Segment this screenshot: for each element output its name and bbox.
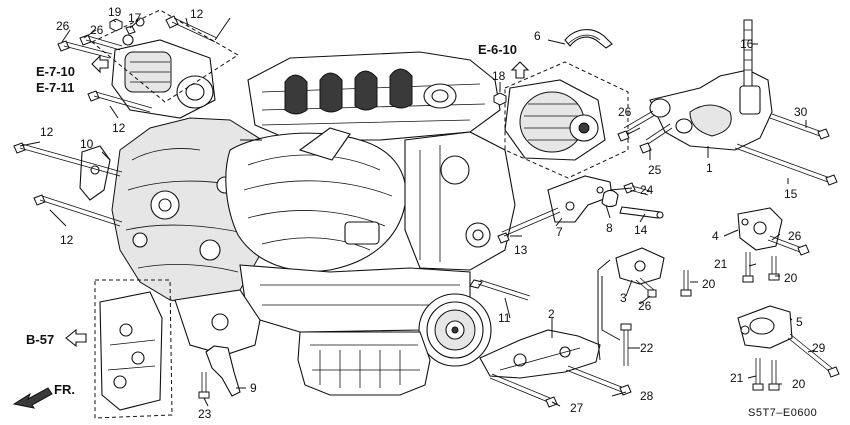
label-25: 25 xyxy=(648,163,662,177)
leader-lines xyxy=(19,17,816,407)
e-6-10-arrow xyxy=(510,61,530,79)
label-10: 10 xyxy=(80,137,94,151)
front-label: FR. xyxy=(54,382,75,397)
label-19: 19 xyxy=(108,5,122,19)
sensor-14 xyxy=(619,206,664,219)
label-20: 20 xyxy=(792,377,806,391)
upper-engine-mount xyxy=(649,19,773,151)
label-1: 1 xyxy=(706,161,713,175)
starter-motor xyxy=(111,17,216,119)
label-14: 14 xyxy=(634,223,648,237)
bracket-9 xyxy=(205,345,241,397)
label-11: 11 xyxy=(498,311,511,325)
alternator-bracket xyxy=(547,175,613,223)
label-30: 30 xyxy=(794,105,808,119)
e-7-10-arrow xyxy=(91,54,109,74)
label-6: 6 xyxy=(534,29,541,43)
part-labels: 26 26 19 17 12 12 12 12 10 6 18 16 26 30… xyxy=(40,5,826,421)
label-29: 29 xyxy=(812,341,826,355)
reference-labels: E-7-10 E-7-11 E-6-10 B-57 FR. S5T7–E0600 xyxy=(26,42,817,419)
label-20: 20 xyxy=(784,271,798,285)
label-9: 9 xyxy=(250,381,257,395)
label-26: 26 xyxy=(788,229,802,243)
bracket-4 xyxy=(737,207,783,251)
label-26: 26 xyxy=(618,105,632,119)
bolts xyxy=(13,15,840,408)
label-5: 5 xyxy=(796,315,803,329)
label-15: 15 xyxy=(784,187,798,201)
front-arrow xyxy=(12,387,53,409)
label-12: 12 xyxy=(60,233,74,247)
label-18: 18 xyxy=(492,69,506,83)
label-27: 27 xyxy=(570,401,584,415)
ref-b-57: B-57 xyxy=(26,332,54,347)
label-28: 28 xyxy=(640,389,654,403)
ref-e-7-11: E-7-11 xyxy=(36,80,74,95)
ref-e-6-10: E-6-10 xyxy=(478,42,517,57)
label-26: 26 xyxy=(638,299,652,313)
alternator xyxy=(504,79,606,161)
label-4: 4 xyxy=(712,229,719,243)
label-17: 17 xyxy=(128,11,142,25)
bracket-5 xyxy=(737,305,793,349)
left-bracket-assembly xyxy=(99,291,163,411)
bracket-10 xyxy=(79,145,111,201)
label-22: 22 xyxy=(640,341,654,355)
label-12: 12 xyxy=(40,125,54,139)
label-12: 12 xyxy=(112,121,126,135)
label-7: 7 xyxy=(556,225,563,239)
oil-pan xyxy=(297,331,431,396)
label-26: 26 xyxy=(56,19,70,33)
label-26: 26 xyxy=(90,23,104,37)
label-21: 21 xyxy=(714,257,728,271)
label-21: 21 xyxy=(730,371,744,385)
ignition-coils xyxy=(284,68,413,115)
label-13: 13 xyxy=(514,243,528,257)
bracket-3 xyxy=(615,247,665,285)
b-57-arrow xyxy=(65,328,87,348)
label-12: 12 xyxy=(190,7,204,21)
engine-assembly xyxy=(111,51,516,396)
lower-bracket-2 xyxy=(479,329,601,379)
crank-pulley xyxy=(418,293,492,367)
label-20: 20 xyxy=(702,277,716,291)
label-24: 24 xyxy=(640,183,654,197)
diagram-code: S5T7–E0600 xyxy=(748,407,817,419)
drive-belt xyxy=(564,29,613,49)
label-2: 2 xyxy=(548,307,555,321)
label-23: 23 xyxy=(198,407,212,421)
label-16: 16 xyxy=(740,37,754,51)
label-8: 8 xyxy=(606,221,613,235)
ref-e-7-10: E-7-10 xyxy=(36,64,75,79)
label-3: 3 xyxy=(620,291,627,305)
